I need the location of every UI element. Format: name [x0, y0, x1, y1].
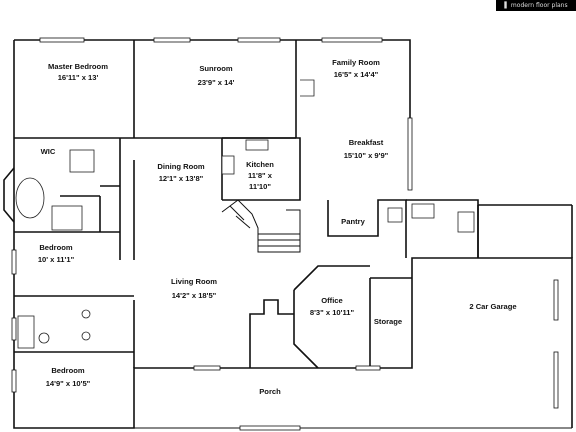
room-dims-bedroom-2: 10' x 11'1"	[38, 255, 75, 264]
room-dims-sunroom: 23'9" x 14'	[198, 78, 235, 87]
room-name-porch: Porch	[259, 387, 281, 396]
room-name-kitchen: Kitchen	[246, 160, 274, 169]
windows	[11, 37, 559, 431]
room-dims-family-room: 16'5" x 14'4"	[334, 70, 379, 79]
room-name-family-room: Family Room	[332, 58, 380, 67]
room-dims-kitchen-line-1: 11'8" x	[248, 171, 273, 180]
watermark: ▌ modern floor plans	[496, 0, 576, 11]
room-name-garage: 2 Car Garage	[469, 302, 516, 311]
room-dims-breakfast: 15'10" x 9'9"	[344, 151, 389, 160]
room-dims-living-room: 14'2" x 18'5"	[172, 291, 217, 300]
room-name-wic: WIC	[41, 147, 56, 156]
room-name-storage: Storage	[374, 317, 402, 326]
room-name-dining-room: Dining Room	[157, 162, 204, 171]
room-name-sunroom: Sunroom	[199, 64, 233, 73]
fixtures	[15, 79, 475, 349]
room-dims-dining-room: 12'1" x 13'8"	[159, 174, 204, 183]
room-dims-office: 8'3" x 10'11"	[310, 308, 355, 317]
room-labels: Master Bedroom 16'11" x 13' Sunroom 23'9…	[38, 58, 517, 396]
room-dims-kitchen-line-2: 11'10"	[249, 182, 271, 191]
room-name-office: Office	[321, 296, 343, 305]
room-dims-bedroom-3: 14'9" x 10'5"	[46, 379, 91, 388]
room-name-bedroom-2: Bedroom	[39, 243, 73, 252]
room-name-breakfast: Breakfast	[349, 138, 384, 147]
room-dims-master-bedroom: 16'11" x 13'	[58, 73, 99, 82]
room-name-bedroom-3: Bedroom	[51, 366, 85, 375]
interior-walls	[14, 40, 479, 369]
room-name-master-bedroom: Master Bedroom	[48, 62, 108, 71]
room-name-pantry: Pantry	[341, 217, 365, 226]
room-name-living-room: Living Room	[171, 277, 217, 286]
bay-window	[3, 167, 15, 223]
staircase	[221, 199, 301, 253]
